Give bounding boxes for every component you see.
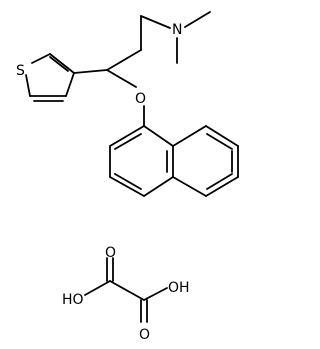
- oxalic-bond-c-oh: [143, 287, 168, 301]
- naph-double-c1-c2: [114, 133, 142, 150]
- atom-label-oh: OH: [168, 280, 190, 296]
- thiophene-bond-s-c5: [25, 74, 31, 97]
- naph-bond-c1-c2: [109, 125, 145, 147]
- atom-label-o-carbonyl-top: O: [105, 245, 116, 261]
- thiophene-bond-c3-c2: [49, 53, 75, 74]
- naph-bond-c3-c4: [109, 176, 145, 197]
- thiophene-bond-c4-c3: [65, 72, 75, 97]
- atom-label-ho: HO: [62, 292, 84, 308]
- thiophene-ring-bonds: [25, 53, 75, 102]
- chemical-structure-diagram: N O S HO OH O O: [16, 11, 239, 343]
- naph-bond-c8-c7: [205, 125, 239, 147]
- bond-ch2-to-n: [140, 15, 171, 29]
- naph-bond-c4-c4a: [143, 176, 174, 197]
- naph-double-c3-c4: [114, 173, 142, 190]
- naphthalene-bonds: [109, 105, 239, 197]
- atom-label-o-carbonyl-bottom: O: [139, 327, 150, 343]
- bond-ch-to-thiophene: [73, 69, 108, 74]
- oxalic-bond-c-c: [109, 280, 145, 301]
- oxalic-acid-bonds: [84, 257, 168, 323]
- naph-double-c8-c7: [206, 133, 233, 150]
- naph-bond-c8a-c1: [143, 125, 174, 147]
- atom-label-n: N: [172, 22, 182, 38]
- naph-bond-c8a-c8: [172, 125, 207, 147]
- naph-bond-c6-c5: [205, 176, 239, 197]
- oxalic-bond-ho-c: [84, 280, 111, 296]
- atom-labels: N O S HO OH O O: [16, 22, 190, 343]
- thiophene-bond-c2-s: [31, 53, 51, 64]
- bond-ch-to-ch2: [106, 49, 142, 71]
- bond-n-methyl-right: [184, 11, 211, 28]
- bond-ch-to-o: [106, 69, 137, 88]
- atom-label-o-ether: O: [135, 91, 146, 107]
- naph-bond-c5-c4a: [172, 176, 207, 197]
- atom-label-s: S: [16, 63, 25, 79]
- side-chain-bonds: [73, 11, 211, 88]
- naph-double-c6-c5: [206, 173, 233, 190]
- thiophene-double-c3-c2: [49, 56, 69, 72]
